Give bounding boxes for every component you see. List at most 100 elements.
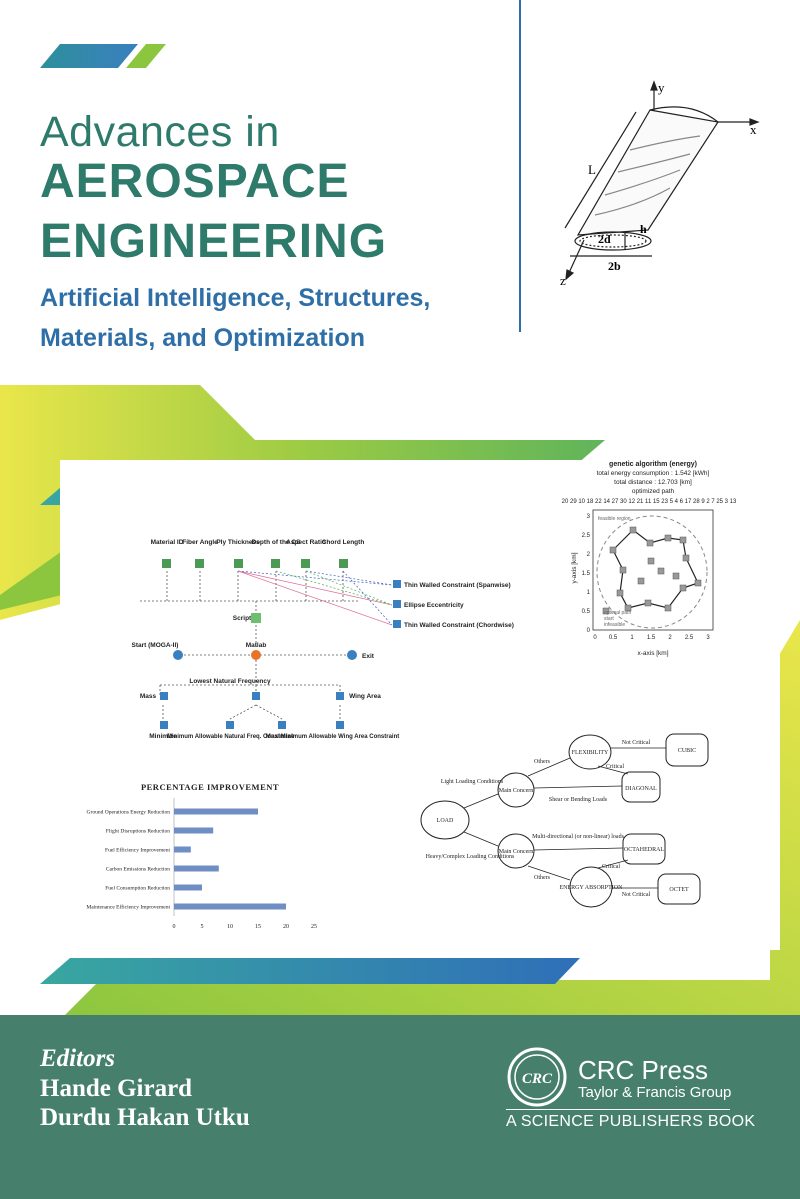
output-icon — [336, 692, 344, 700]
bar — [174, 846, 191, 853]
crc-logo-text: CRC — [522, 1071, 553, 1087]
length-label: L — [588, 162, 596, 177]
constraint-icon — [393, 580, 401, 588]
ga-x-tick: 1 — [630, 635, 634, 641]
editor-name: Hande Girard — [40, 1075, 193, 1102]
bar-x-tick: 15 — [255, 924, 261, 928]
output-icon — [252, 692, 260, 700]
constraint-label: Thin Walled Constraint (Chordwise) — [404, 622, 514, 629]
matlab-icon — [251, 650, 261, 660]
ga-x-tick: 0 — [593, 635, 597, 641]
axis-x-label: x — [750, 122, 757, 137]
legend-item: feasible region — [598, 516, 631, 522]
ga-x-tick: 1.5 — [647, 635, 656, 641]
constraint-icon — [393, 600, 401, 608]
title-line1: Advances in — [40, 108, 280, 156]
dim-h-label: h — [640, 222, 647, 236]
exit-label: Exit — [362, 653, 375, 660]
crc-logo-icon: CRC — [507, 1047, 567, 1107]
bar-category-label: Fuel Efficiency Improvement — [105, 847, 170, 854]
ga-x-tick: 0.5 — [609, 635, 618, 641]
diagonal-label: DIAGONAL — [625, 786, 657, 792]
beam-diagram: y x z L 2d h 2b — [560, 80, 760, 288]
ga-x-tick: 3 — [706, 635, 710, 641]
output-label: Lowest Natural Frequency — [189, 678, 271, 685]
ga-plot-area — [592, 509, 714, 631]
main-concern-node — [497, 833, 535, 869]
title-line3: ENGINEERING — [40, 215, 388, 268]
ga-chart: genetic algorithm (energy) total energy … — [562, 461, 737, 657]
footer-band — [0, 1015, 800, 1199]
lattice-flow-diagram: LOAD Light Loading Conditions Heavy/Comp… — [420, 733, 709, 908]
load-label: LOAD — [437, 818, 454, 824]
ga-subtitle: optimized path — [632, 488, 675, 495]
not-critical-label: Not Critical — [622, 740, 651, 746]
script-icon — [251, 613, 261, 623]
ga-subtitle: total distance : 12.703 [km] — [614, 479, 692, 486]
chart-title: PERCENTAGE IMPROVEMENT — [141, 782, 279, 792]
octahedral-label: OCTAHEDRAL — [624, 847, 665, 853]
ga-title: genetic algorithm (energy) — [609, 461, 697, 468]
octet-label: OCTET — [669, 887, 689, 893]
light-label: Light Loading Conditions — [441, 779, 504, 785]
objective-label: Minimum Allowable Wing Area Constraint — [281, 734, 400, 740]
heavy-label: Heavy/Complex Loading Conditions — [426, 854, 515, 860]
ga-sequence: 20 29 10 18 22 14 27 30 12 21 11 15 23 5… — [562, 499, 737, 505]
not-critical-label: Not Critical — [622, 892, 651, 898]
constraint-label: Ellipse Eccentricity — [404, 602, 464, 609]
input-icon — [301, 559, 310, 568]
input-icon — [162, 559, 171, 568]
energy-node — [569, 866, 613, 908]
bar — [174, 865, 219, 872]
constraint-icon — [393, 620, 401, 628]
ga-y-tick: 3 — [587, 514, 591, 520]
editor-name: Durdu Hakan Utku — [40, 1104, 250, 1131]
critical-label: Critical — [606, 764, 624, 770]
input-icon — [195, 559, 204, 568]
objective-label: Maximize — [266, 733, 295, 740]
bar-category-label: Fuel Consumption Reduction — [105, 886, 170, 892]
dim-2d-label: 2d — [598, 232, 611, 246]
start-icon — [173, 650, 183, 660]
bar-x-tick: 10 — [227, 924, 233, 928]
objective-label: Minimum Allowable Natural Freq. Constrai… — [167, 734, 293, 740]
others-label: Others — [534, 875, 551, 881]
diagonal-node — [621, 771, 661, 803]
publisher-name: CRC Press — [578, 1055, 709, 1085]
shear-label: Shear or Bending Loads — [549, 797, 608, 803]
input-label: Aspect Ratio — [286, 539, 326, 546]
main-concern-label: Main Concern — [499, 849, 534, 855]
bar-x-tick: 25 — [311, 924, 317, 928]
bar-x-tick: 20 — [283, 924, 289, 928]
critical-label: Critical — [602, 864, 620, 870]
ga-x-tick: 2.5 — [685, 635, 694, 641]
objective-icon — [160, 721, 168, 729]
objective-icon — [336, 721, 344, 729]
objective-label: Minimize — [149, 733, 177, 740]
bar-category-label: Carbon Emissions Reduction — [106, 867, 170, 873]
workflow-diagram: Material ID Fiber Angle Ply Thickness De… — [132, 539, 514, 740]
editors-label: Editors — [40, 1045, 116, 1072]
objective-icon — [278, 721, 286, 729]
title-line2: AEROSPACE — [40, 155, 350, 208]
legend-item: optimal path — [604, 610, 631, 616]
legend-item: infeasible — [604, 622, 625, 628]
publisher-rule — [506, 1109, 730, 1110]
start-label: Start (MOGA-II) — [132, 642, 179, 649]
ga-x-tick: 2 — [668, 635, 672, 641]
subtitle-line2: Materials, and Optimization — [40, 324, 366, 352]
input-label: Fiber Angle — [182, 539, 218, 546]
main-concern-node — [497, 772, 535, 808]
bar-x-tick: 0 — [173, 924, 176, 928]
cubic-label: CUBIC — [678, 748, 696, 754]
input-icon — [234, 559, 243, 568]
matlab-label: Matlab — [246, 642, 267, 649]
ga-y-tick: 1.5 — [582, 571, 591, 577]
legend-item: start — [604, 616, 614, 622]
octahedral-node — [622, 833, 666, 865]
output-label: Wing Area — [349, 693, 381, 700]
publisher-group: Taylor & Francis Group — [578, 1084, 732, 1101]
objective-icon — [226, 721, 234, 729]
multi-label: Multi-directional (or non-linear) loads — [532, 833, 624, 840]
bar — [174, 884, 202, 891]
